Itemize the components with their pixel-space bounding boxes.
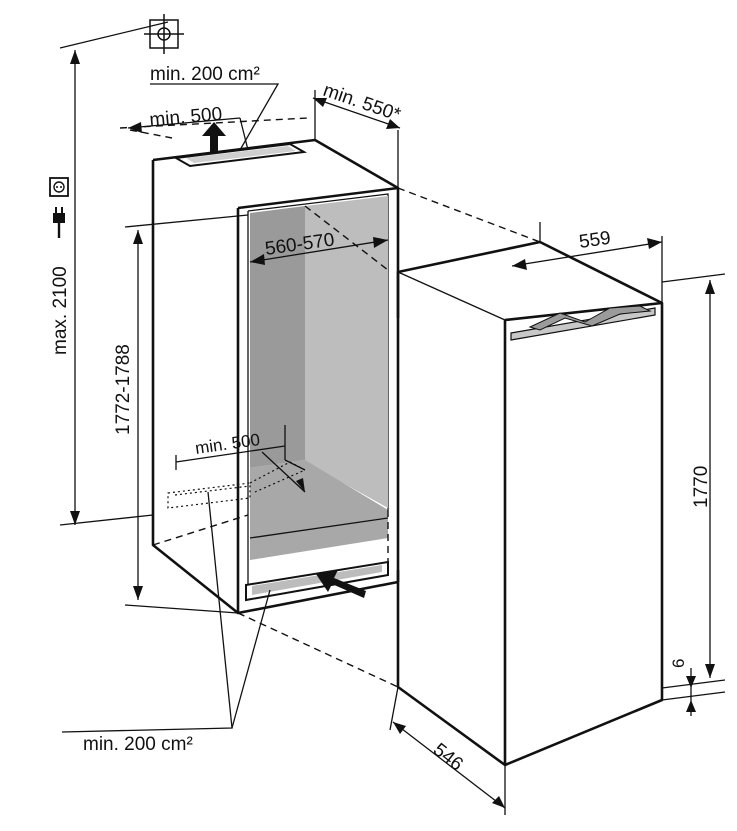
airflow-arrow-icon xyxy=(316,570,366,598)
label-appliance-depth: 546 xyxy=(429,739,467,775)
niche-cabinet xyxy=(151,138,400,615)
niche-floor-shade xyxy=(250,460,388,560)
dimension-lines xyxy=(59,21,726,815)
label-vent-top-area: min. 200 cm² xyxy=(150,64,260,85)
appliance-fridge xyxy=(396,240,664,767)
label-appliance-width: 559 xyxy=(578,228,612,253)
label-vent-bottom-area: min. 200 cm² xyxy=(83,734,193,755)
niche-back-wall-shade xyxy=(250,206,305,468)
label-niche-depth: min. 550 xyxy=(320,80,396,124)
power-plug-icon xyxy=(53,207,65,238)
label-max-height: max. 2100 xyxy=(50,266,71,355)
niche-side-wall-shade xyxy=(305,196,388,508)
crosshair-mount-icon xyxy=(144,14,184,54)
label-plinth-offset: 6 xyxy=(669,659,688,668)
power-socket-icon xyxy=(49,177,69,197)
projection-lines xyxy=(119,117,541,688)
label-appliance-height: 1770 xyxy=(691,466,712,508)
airflow-arrow-icon xyxy=(202,122,226,152)
label-niche-height: 1772-1788 xyxy=(113,344,134,435)
